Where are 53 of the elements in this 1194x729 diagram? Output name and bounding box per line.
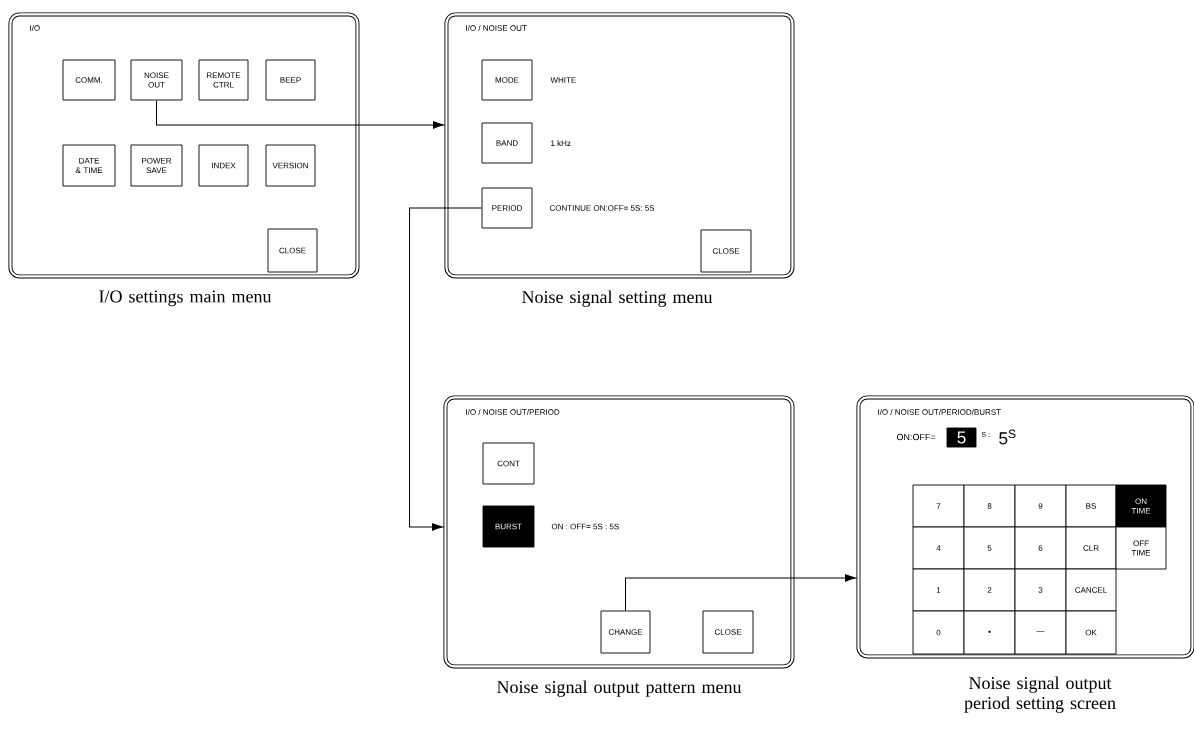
value-field: 5	[946, 427, 977, 448]
button: CONT	[482, 442, 535, 485]
keypad-key: ▪	[963, 610, 1016, 655]
screen-title: I/O	[30, 25, 40, 31]
button: MODE	[481, 59, 533, 101]
value-text: ON : OFF= 5S : 5S	[551, 523, 619, 530]
keypad-key: OK	[1065, 610, 1117, 655]
keypad-key: 6	[1014, 526, 1067, 570]
arrow	[409, 207, 483, 531]
value-text: 1 kHz	[551, 140, 571, 146]
arrow	[625, 574, 856, 612]
keypad-key: ON TIME	[1115, 484, 1167, 528]
keypad-key: 0	[912, 610, 965, 655]
button: CLOSE	[267, 228, 318, 273]
button: CLOSE	[702, 610, 754, 654]
keypad-key: OFF TIME	[1115, 526, 1167, 570]
keypad-key: —	[1014, 610, 1067, 655]
value-text: WHITE	[550, 77, 576, 83]
value-text: CONTINUE ON:OFF= 5S: 5S	[549, 205, 655, 211]
screen-title: I/O / NOISE OUT/PERIOD/BURST	[878, 409, 1001, 415]
keypad-key: 5	[963, 526, 1016, 570]
button: NOISE OUT	[130, 59, 183, 101]
node-label: I/O settings main menu	[99, 290, 272, 307]
button: REMOTE CTRL	[198, 59, 249, 101]
screen-title: I/O / NOISE OUT	[466, 25, 527, 31]
keypad-key: 2	[963, 568, 1016, 612]
button: CLOSE	[700, 229, 752, 273]
keypad-key: BS	[1065, 484, 1117, 528]
button: PERIOD	[481, 187, 533, 229]
screen-title: I/O / NOISE OUT/PERIOD	[466, 409, 560, 415]
button: COMM.	[62, 59, 116, 101]
keypad-key: 4	[912, 526, 965, 570]
keypad-key: 1	[912, 568, 965, 612]
keypad-key: 8	[963, 484, 1016, 528]
display-text: 5$^{S}$	[999, 429, 1016, 445]
keypad-key: 7	[912, 484, 965, 528]
display-text: ON:OFF=	[896, 433, 936, 441]
node-label: Noise signal output period setting screen	[964, 676, 1116, 713]
node-label: Noise signal output pattern menu	[497, 680, 742, 697]
button: INDEX	[198, 144, 249, 187]
keypad-key: CLR	[1065, 526, 1117, 570]
button: POWER SAVE	[130, 144, 183, 187]
button: BEEP	[265, 59, 316, 101]
arrow	[156, 99, 444, 129]
keypad-key: 9	[1014, 484, 1067, 528]
keypad-key: 3	[1014, 568, 1067, 612]
button: BAND	[481, 122, 533, 164]
button: DATE & TIME	[62, 144, 116, 187]
keypad-key: CANCEL	[1065, 568, 1117, 612]
button: VERSION	[265, 144, 316, 187]
button: CHANGE	[600, 610, 651, 654]
node-label: Noise signal setting menu	[522, 290, 713, 307]
button: BURST	[482, 505, 535, 548]
